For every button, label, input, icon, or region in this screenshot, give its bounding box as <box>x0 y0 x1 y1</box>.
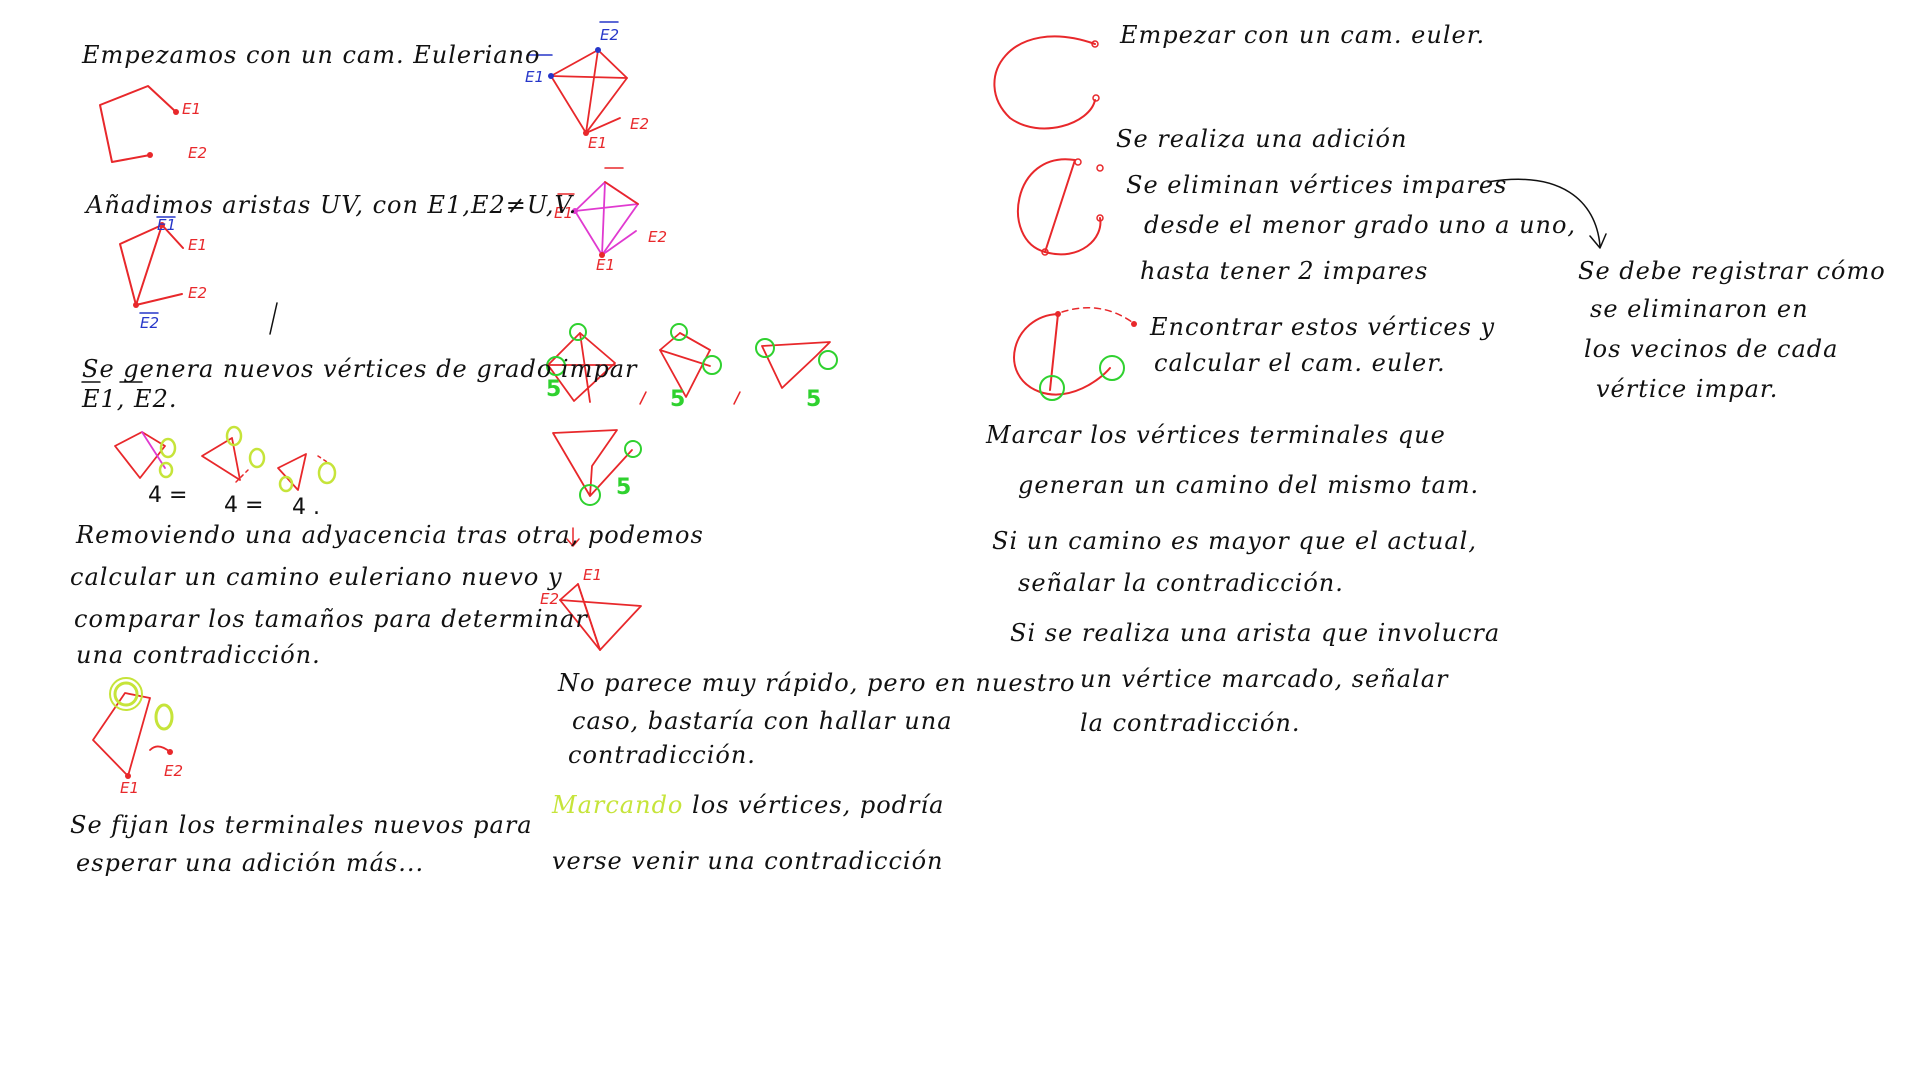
text-marking: Marcando los vértices, podría <box>552 790 945 820</box>
diagram-k4-top <box>527 21 628 136</box>
paragraph-line: una contradicción. <box>76 641 321 669</box>
paragraph-line: caso, bastaría con hallar una <box>572 707 953 735</box>
diagram-added-edge <box>119 216 184 314</box>
bullet-line: un vértice marcado, señalar <box>1080 665 1449 693</box>
five-2: 5 <box>670 387 685 412</box>
text-contradiction-coming: verse venir una contradicción <box>552 847 944 875</box>
diagram-green-row <box>546 323 838 405</box>
diagram-result <box>559 583 642 651</box>
res-e1-label: E1 <box>583 566 602 584</box>
text-add-edges: Añadimos aristas UV, con E1,E2≠U,V. <box>86 191 578 219</box>
e1-bar-label: E1 <box>157 216 176 234</box>
e2-label: E2 <box>188 144 207 162</box>
bullet-line: la contradicción. <box>1080 709 1301 737</box>
step-line: desde el menor grado uno a uno, <box>1144 211 1577 239</box>
count-3: 4 . <box>292 495 320 520</box>
diagram-green-single <box>552 429 642 506</box>
step-line: Se eliminan vértices impares <box>1126 171 1508 199</box>
step-1: Empezar con un cam. euler. <box>1120 21 1486 49</box>
e1-label-3: E1 <box>120 779 139 797</box>
count-2: 4 = <box>224 493 263 518</box>
five-4: 5 <box>616 475 631 500</box>
paragraph-line: No parece muy rápido, pero en nuestro <box>558 669 1076 697</box>
e2-bar-label: E2 <box>140 314 159 332</box>
text-e1-e2: E1, E2. <box>82 385 178 413</box>
mag-e2-label: E2 <box>648 228 667 246</box>
e2-label-2: E2 <box>188 284 207 302</box>
count-1: 4 = <box>148 483 187 508</box>
diagram-circle-1 <box>993 35 1100 130</box>
mid-e2-label-b: E2 <box>630 115 649 133</box>
diagram-fixed-terminals <box>92 677 174 779</box>
paragraph-line: Se fijan los terminales nuevos para <box>70 811 533 839</box>
bullet-line: Marcar los vértices terminales que <box>986 421 1446 449</box>
step-line: calcular el cam. euler. <box>1154 349 1446 377</box>
mid-e1-label: E1 <box>525 68 544 86</box>
bullet-line: señalar la contradicción. <box>1018 569 1344 597</box>
bullet-line: generan un camino del mismo tam. <box>1018 471 1480 499</box>
five-1: 5 <box>546 377 561 402</box>
text-start-euler: Empezamos con un cam. Euleriano <box>82 41 541 69</box>
e1-label-2: E1 <box>188 236 207 254</box>
mag-e1-label: E1 <box>554 204 573 222</box>
e1-label: E1 <box>182 100 201 118</box>
paragraph-line: esperar una adición más... <box>76 849 425 877</box>
paragraph-line: contradicción. <box>568 741 756 769</box>
diagram-circle-2 <box>1016 158 1104 256</box>
side-note-line: Se debe registrar cómo <box>1578 257 1886 285</box>
side-note-line: vértice impar. <box>1596 375 1779 403</box>
diagram-circle-3 <box>1013 307 1137 401</box>
mag-e1-label-b: E1 <box>596 256 615 274</box>
mid-e1-label-b: E1 <box>588 134 607 152</box>
side-note-line: se eliminaron en <box>1590 295 1809 323</box>
diagram-small-row <box>114 425 337 493</box>
diagram-k4-magenta <box>557 167 639 258</box>
step-line: hasta tener 2 impares <box>1140 257 1429 285</box>
e2-label-3: E2 <box>164 762 183 780</box>
text-marking-rest: los vértices, podría <box>692 791 945 819</box>
text-marking-green: Marcando <box>552 791 684 819</box>
side-note-line: los vecinos de cada <box>1584 335 1839 363</box>
text-new-odd-vertices: Se genera nuevos vértices de grado impar <box>82 355 638 383</box>
mid-e2-label: E2 <box>600 26 619 44</box>
paragraph-line: comparar los tamaños para determinar <box>74 605 588 633</box>
step-line: Encontrar estos vértices y <box>1150 313 1496 341</box>
paragraph-line: Removiendo una adyacencia tras otra, pod… <box>76 521 704 549</box>
five-3: 5 <box>806 387 821 412</box>
step-2: Se realiza una adición <box>1116 125 1408 153</box>
paragraph-line: calcular un camino euleriano nuevo y <box>70 563 563 591</box>
bullet-line: Si un camino es mayor que el actual, <box>992 527 1477 555</box>
res-e2-label: E2 <box>540 590 559 608</box>
bullet-line: Si se realiza una arista que involucra <box>1010 619 1501 647</box>
diagram-euler-path <box>99 85 179 163</box>
